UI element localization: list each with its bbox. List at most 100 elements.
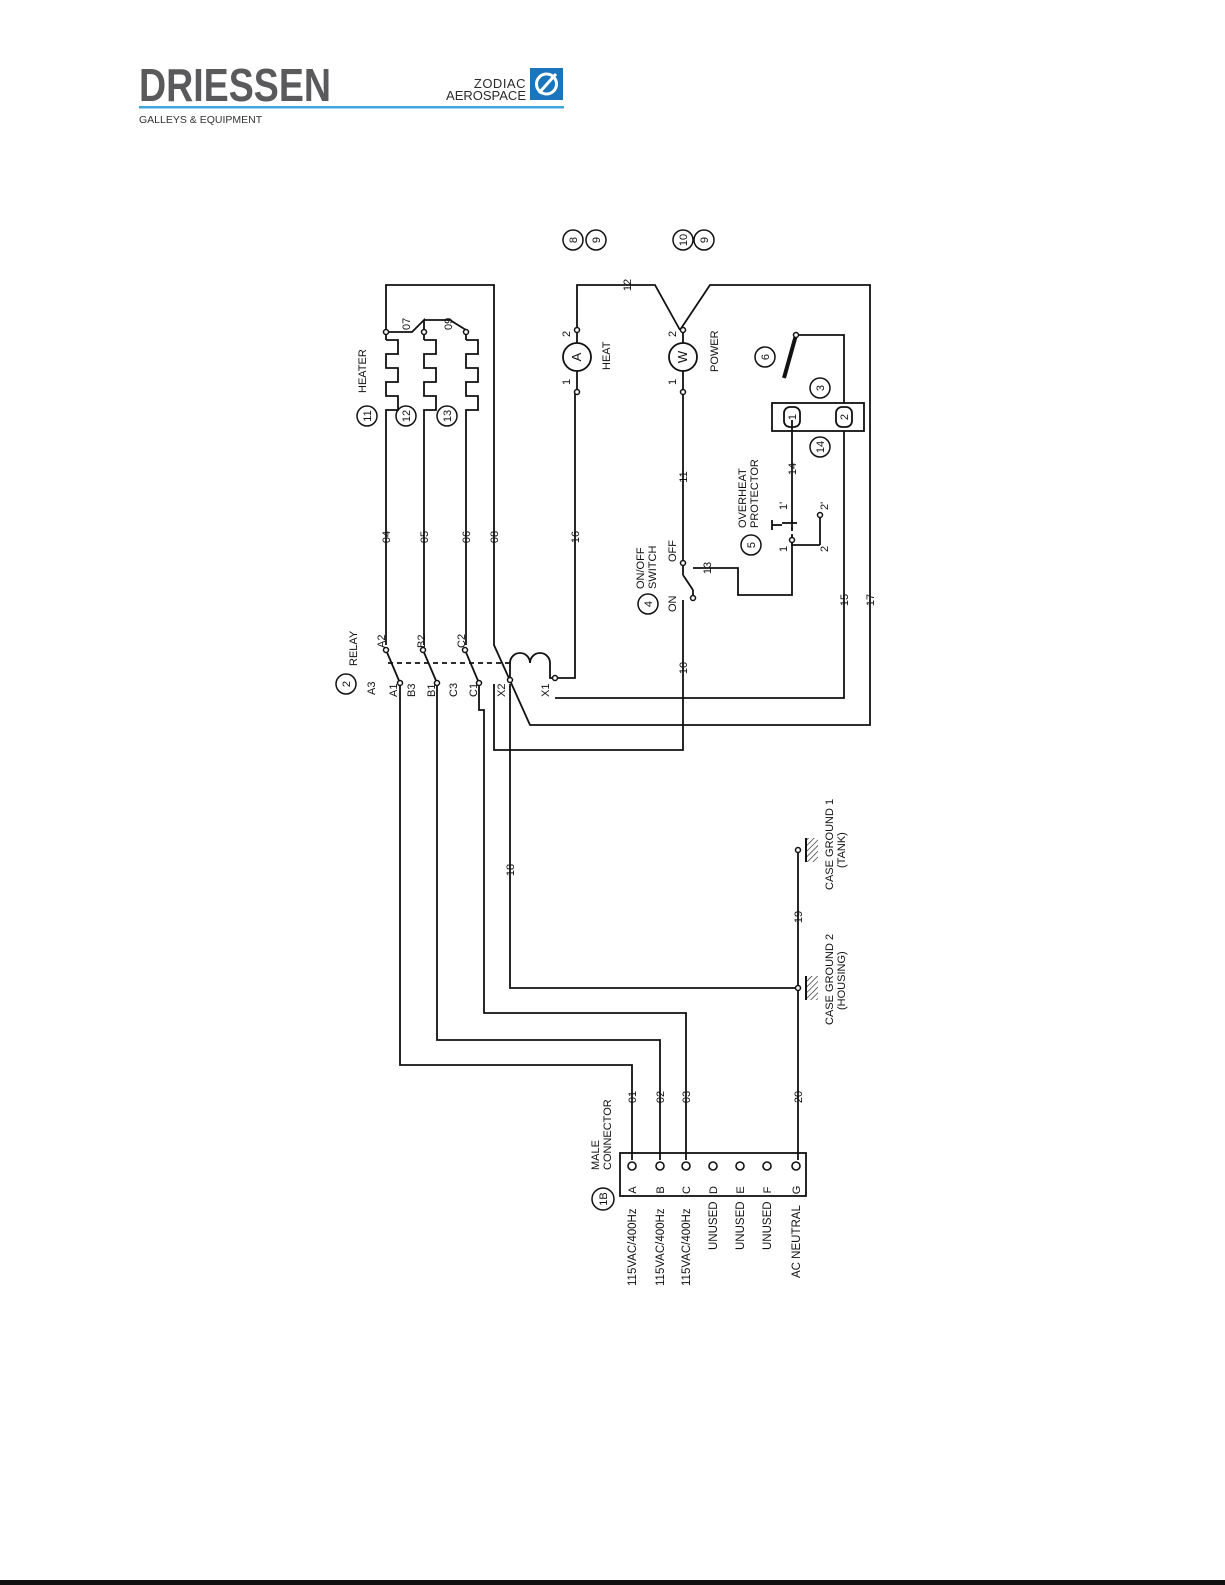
relay-contact: A2 (376, 635, 388, 648)
wire-number: 16 (570, 531, 582, 543)
heater-element-13 (465, 339, 479, 422)
connector-pin-letter: A (627, 1186, 639, 1194)
heat-label: HEAT (601, 341, 613, 370)
meter-pin: 1 (667, 379, 679, 385)
male-connector (619, 1152, 807, 1197)
heater-ref-1: 11 (362, 410, 374, 421)
driessen-logo: DRIESSEN (139, 59, 331, 111)
meter-callout-2: 9 (591, 237, 603, 243)
connector-pin-label: UNUSED (762, 1201, 774, 1250)
case-ground-2-symbol (805, 976, 818, 1000)
connector-pin-letter: D (708, 1186, 720, 1194)
connector-pin-label: 115VAC/400Hz (627, 1208, 639, 1286)
wire-number: 12 (622, 279, 634, 291)
meter-pin: 2 (667, 331, 679, 337)
relay-title: RELAY (348, 630, 360, 666)
on-off-switch-blade (682, 574, 694, 591)
meter-pin: 2 (561, 331, 573, 337)
overheat-pin: 2 (819, 546, 831, 552)
relay-contact: X1 (540, 684, 552, 697)
thermostat-switch-6 (782, 334, 798, 379)
heater-ref-2: 12 (401, 410, 413, 422)
overheat-pin: 2' (819, 502, 831, 510)
thermostat-ref-14: 14 (815, 441, 827, 453)
wire-number: 19 (793, 911, 805, 923)
ground-2-label-2: (HOUSING) (836, 951, 848, 1010)
connector-pin-label: UNUSED (735, 1201, 747, 1250)
connector-pin-letter: C (681, 1186, 693, 1194)
wire-number: 18 (505, 864, 517, 876)
meter-callout-3: 10 (678, 234, 690, 246)
thermostat-block (771, 402, 865, 432)
heater-element-11 (385, 339, 399, 422)
switch-off-label: OFF (667, 540, 679, 562)
heater-title: HEATER (357, 349, 369, 393)
zodiac-line2: AEROSPACE (446, 88, 526, 103)
relay-contact: C1 (468, 683, 480, 697)
wire-number: 20 (793, 1091, 805, 1103)
wire-number: 11 (678, 471, 690, 482)
connector-pin-letter: G (791, 1186, 803, 1195)
page-header: DRIESSEN GALLEYS & EQUIPMENT ZODIAC AERO… (139, 59, 564, 126)
power-label: POWER (709, 330, 721, 372)
ground-1-label-1: CASE GROUND 1 (824, 799, 836, 890)
connector-title-1: MALE (590, 1140, 602, 1170)
relay-contact: B2 (416, 635, 428, 648)
meter-callout-4: 9 (699, 237, 711, 243)
thermostat-ref-3: 3 (815, 385, 827, 391)
connector-pin-g (791, 1161, 801, 1171)
connector-pin-letter: F (762, 1186, 774, 1193)
wire-number: 08 (489, 531, 501, 543)
power-meter-symbol: W (675, 350, 690, 363)
wire-number: 10 (678, 662, 690, 674)
relay-coil (509, 652, 551, 664)
case-ground-1-symbol (805, 838, 818, 862)
wire-number: 15 (839, 594, 851, 606)
heater-element-12 (423, 339, 437, 422)
overheat-title-2: PROTECTOR (749, 459, 761, 528)
wire-number: 03 (681, 1091, 693, 1103)
heater-wire-label: 09 (443, 318, 455, 330)
overheat-ref: 5 (746, 542, 758, 548)
wire-number: 06 (461, 531, 473, 543)
switch-title-1: ON/OFF (635, 547, 647, 589)
connector-pin-f (762, 1161, 772, 1171)
driessen-tagline: GALLEYS & EQUIPMENT (139, 114, 263, 126)
wire-number: 02 (655, 1091, 667, 1103)
overheat-title-1: OVERHEAT (737, 468, 749, 528)
page-bottom-rule (0, 1580, 1225, 1585)
thermostat-ref-6: 6 (760, 354, 772, 360)
relay-contact: A3 (366, 682, 378, 695)
wire-number: 17 (865, 594, 877, 606)
connector-pin-c (681, 1161, 691, 1171)
connector-pin-label: AC NEUTRAL (791, 1205, 803, 1278)
ground-2-label-1: CASE GROUND 2 (824, 934, 836, 1025)
relay-contact: A1 (388, 684, 400, 697)
connector-pin-letter: E (735, 1186, 747, 1193)
zodiac-line1: ZODIAC (474, 76, 526, 91)
heater-ref-3: 13 (442, 410, 454, 422)
meter-pin: 1 (561, 379, 573, 385)
relay-contact: B3 (406, 684, 418, 697)
heater-wire-label: 07 (401, 318, 413, 330)
connector-pin-label: 115VAC/400Hz (655, 1208, 667, 1286)
relay-contact: C2 (456, 634, 468, 648)
connector-pin-letter: B (655, 1186, 667, 1193)
switch-ref: 4 (643, 601, 655, 607)
meter-callout-1: 8 (568, 237, 580, 243)
connector-pin-e (735, 1161, 745, 1171)
wire-number: 13 (702, 562, 714, 574)
wire-number: 04 (381, 531, 393, 543)
relay-ref: 2 (341, 681, 353, 687)
relay-contact: C3 (448, 683, 460, 697)
wire-number: 01 (627, 1091, 639, 1103)
connector-pin-d (708, 1161, 718, 1171)
connector-ref: 1B (598, 1192, 610, 1205)
connector-pin-label: 115VAC/400Hz (681, 1208, 693, 1286)
relay-contact: X2 (496, 684, 508, 697)
switch-title-2: SWITCH (647, 546, 659, 589)
thermostat-terminal: 1 (787, 414, 799, 420)
zodiac-logo-icon (530, 68, 563, 100)
connector-pin-label: UNUSED (708, 1201, 720, 1250)
